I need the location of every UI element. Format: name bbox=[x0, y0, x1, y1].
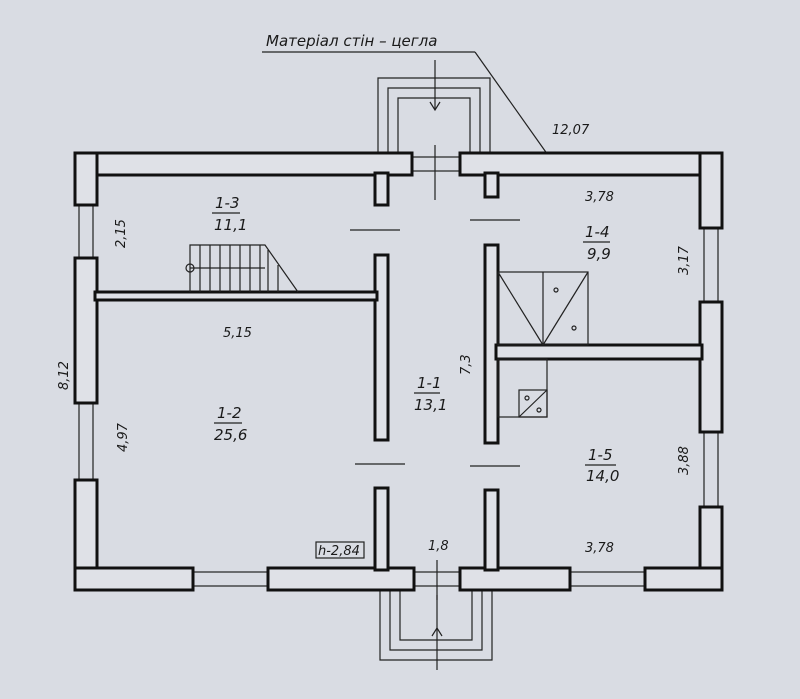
room-id: 1-1 bbox=[417, 374, 442, 392]
room-area: 9,9 bbox=[587, 245, 611, 263]
room-id: 1-4 bbox=[585, 223, 610, 241]
dimension-labels: 12,07 8,12 7,3 1,8 2,15 5,15 4,97 3,78 3… bbox=[57, 123, 692, 556]
wall-material-label: Матеріал стін – цегла bbox=[266, 32, 437, 50]
room-1-1: 1-1 13,1 bbox=[414, 374, 447, 414]
room-1-5: 1-5 14,0 bbox=[585, 446, 619, 485]
room-1-5-depth: 3,88 bbox=[677, 446, 692, 475]
ceiling-height: h-2,84 bbox=[318, 544, 360, 559]
staircase bbox=[185, 244, 299, 293]
room-1-3: 1-3 11,1 bbox=[212, 194, 247, 234]
room-1-2-depth: 4,97 bbox=[116, 422, 131, 452]
windows bbox=[78, 156, 719, 587]
wall-material-note: Матеріал стін – цегла bbox=[262, 32, 556, 166]
room-1-2-width: 5,15 bbox=[223, 326, 252, 341]
room-1-4: 1-4 9,9 bbox=[583, 223, 611, 263]
overall-depth: 8,12 bbox=[57, 361, 72, 390]
room-1-3-depth: 2,15 bbox=[114, 219, 129, 248]
room-1-4-depth: 3,17 bbox=[677, 245, 692, 275]
exterior-walls bbox=[73, 151, 724, 592]
room-area: 11,1 bbox=[214, 216, 247, 234]
interior-walls bbox=[93, 171, 704, 572]
ceiling-height-tag: h-2,84 bbox=[315, 541, 365, 559]
room-1-2: 1-2 25,6 bbox=[214, 404, 247, 444]
porch-top bbox=[377, 60, 491, 200]
room-1-5-width: 3,78 bbox=[585, 541, 614, 556]
room-area: 13,1 bbox=[414, 396, 447, 414]
overall-width: 12,07 bbox=[552, 123, 590, 138]
closet bbox=[497, 271, 589, 346]
room-id: 1-5 bbox=[588, 446, 613, 464]
corridor-width: 1,8 bbox=[428, 539, 449, 554]
porch-bottom bbox=[379, 560, 493, 670]
room-area: 25,6 bbox=[214, 426, 247, 444]
corridor-length: 7,3 bbox=[459, 354, 474, 375]
room-id: 1-2 bbox=[217, 404, 242, 422]
stove bbox=[497, 358, 548, 418]
room-area: 14,0 bbox=[586, 467, 619, 485]
room-id: 1-3 bbox=[215, 194, 240, 212]
room-1-4-width: 3,78 bbox=[585, 190, 614, 205]
